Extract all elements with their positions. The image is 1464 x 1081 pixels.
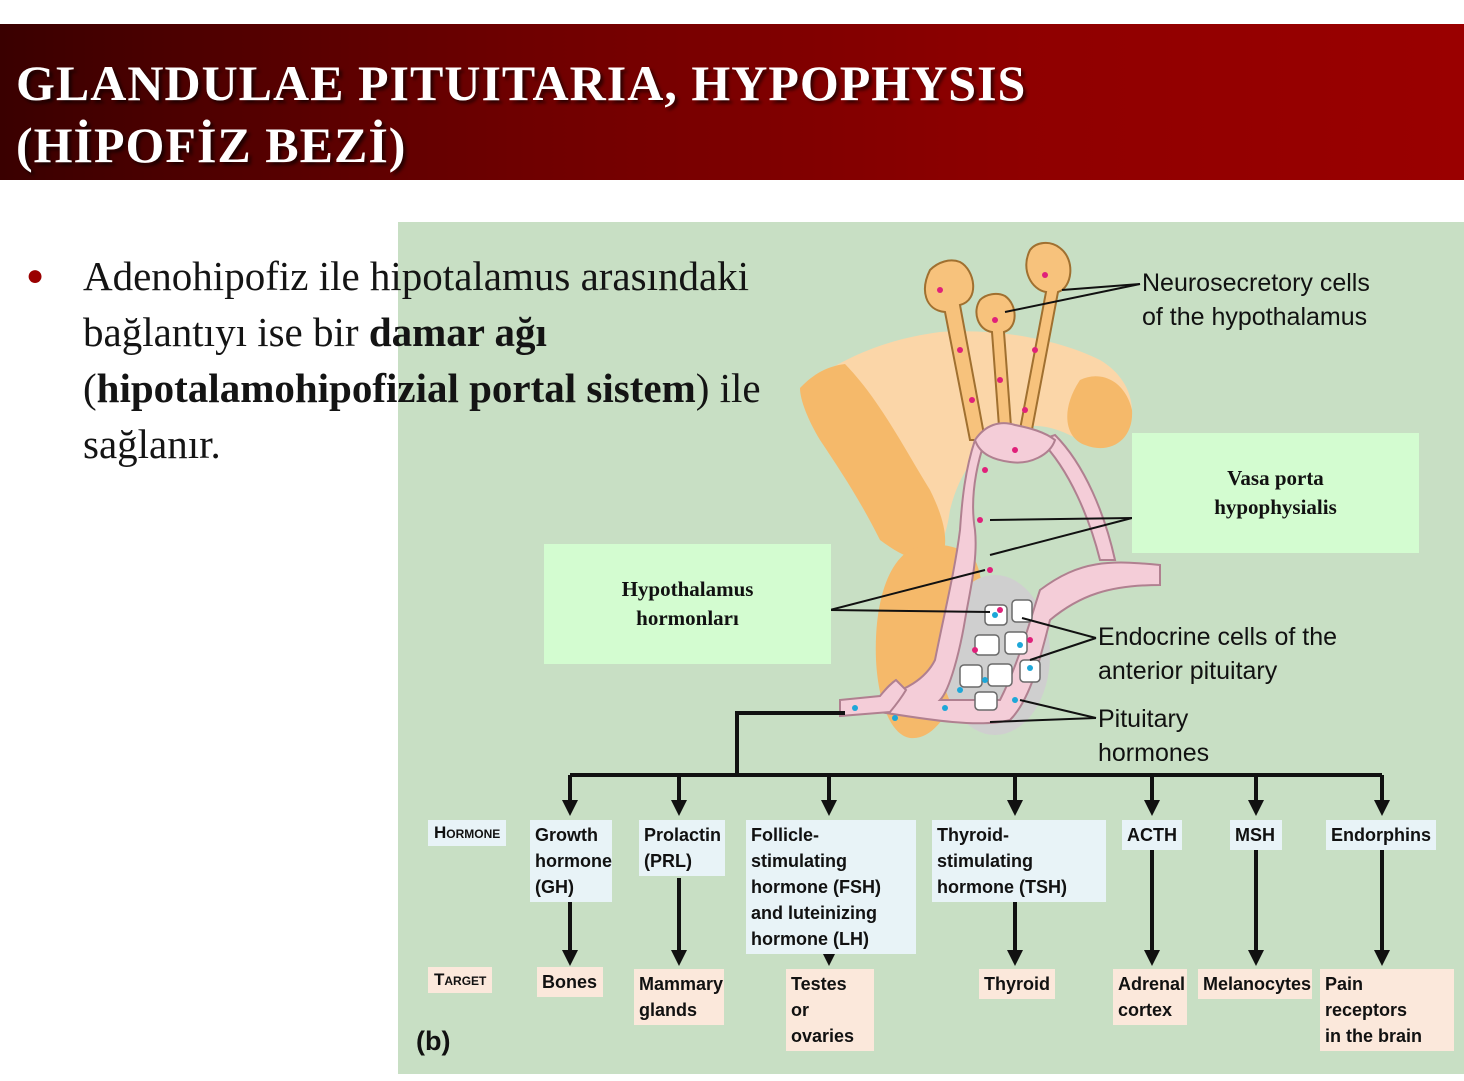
bullet-text-part1: Adenohipofiz ile hipotalamus arasındaki …	[83, 253, 750, 355]
target-mammary-line: glands	[639, 1000, 698, 1020]
target-box-adrenal: Adrenal cortex	[1113, 969, 1187, 1025]
target-box-mammary: Mammary glands	[634, 969, 724, 1025]
target-mammary-line: Mammary	[639, 974, 724, 994]
callout-vasa-porta: Vasa porta hypophysialis	[1132, 433, 1419, 553]
title-bar: GLANDULAE PITUITARIA, HYPOPHYSIS (HİPOFİ…	[0, 24, 1464, 180]
target-melanocytes-line: Melanocytes	[1203, 974, 1312, 994]
callout-vasa-line1: Vasa porta	[1227, 466, 1324, 490]
hormone-fsh-line: Follicle-stimulating	[751, 825, 848, 871]
panel-label: (b)	[416, 1026, 451, 1056]
hormone-prl-line: Prolactin	[644, 825, 722, 845]
portal-vessel	[844, 439, 1161, 725]
hypothalamus-right-lobe	[1067, 376, 1133, 449]
hypothalamus-dark	[800, 364, 946, 562]
label-neurosecretory-2: of the hypothalamus	[1142, 303, 1368, 331]
target-pain-line: in the brain	[1325, 1026, 1423, 1046]
pituitary-hormone-dots	[852, 612, 1033, 721]
hormone-tsh-line: hormone (TSH)	[937, 877, 1067, 897]
target-box-gonads: Testes or ovaries	[786, 969, 874, 1051]
endocrine-cells	[959, 599, 1041, 711]
label-endocrine-2: anterior pituitary	[1098, 657, 1278, 685]
hormone-gh-line: hormone	[535, 851, 613, 871]
arrow-heads	[562, 800, 1390, 966]
hormone-box-msh: MSH	[1230, 820, 1282, 850]
target-box-pain-receptors: Pain receptors in the brain	[1320, 969, 1454, 1051]
hormone-box-gh: Growth hormone (GH)	[530, 820, 612, 902]
title-line-2: (HİPOFİZ BEZİ)	[16, 117, 407, 173]
target-box-thyroid: Thyroid	[979, 969, 1055, 999]
label-neurosecretory-1: Neurosecretory cells	[1142, 269, 1370, 297]
target-adrenal-line: Adrenal	[1118, 974, 1186, 994]
row-label-target: Target	[428, 967, 493, 993]
bullet-bold-damar: damar ağı	[368, 309, 547, 355]
neuron-2	[975, 292, 1016, 441]
callout-hypothalamus-hormones: Hypothalamus hormonları	[544, 544, 831, 664]
hormone-box-fsh-lh: Follicle-stimulating hormone (FSH) and l…	[746, 820, 916, 954]
capillary-plexus	[973, 422, 1057, 464]
hormone-fsh-line: hormone (LH)	[751, 929, 869, 949]
hormone-msh-line: MSH	[1235, 825, 1275, 845]
hormone-box-prl: Prolactin (PRL)	[639, 820, 725, 876]
target-box-bones: Bones	[537, 967, 603, 997]
hormone-fsh-line: and luteinizing	[751, 903, 877, 923]
hormone-box-endorphins: Endorphins	[1326, 820, 1436, 850]
portal-right-branch	[1038, 433, 1117, 561]
bullet-bold-portal: hipotalamohipofizial portal sistem	[96, 365, 696, 411]
neuron-3	[1016, 242, 1072, 441]
target-thyroid-line: Thyroid	[984, 974, 1050, 994]
target-pain-line: Pain receptors	[1325, 974, 1408, 1020]
hormone-prl-line: (PRL)	[644, 851, 692, 871]
hormone-tsh-line: Thyroid-stimulating	[937, 825, 1034, 871]
leader-lines	[829, 283, 1141, 723]
target-gonads-line: Testes or	[791, 974, 847, 1020]
label-pituitary-1: Pituitary	[1098, 705, 1189, 733]
label-endocrine-1: Endocrine cells of the	[1098, 623, 1338, 651]
hormone-box-acth: ACTH	[1122, 820, 1182, 850]
target-adrenal-line: cortex	[1118, 1000, 1173, 1020]
title-line-1: GLANDULAE PITUITARIA, HYPOPHYSIS	[16, 55, 1027, 111]
hormone-gh-line: Growth	[535, 825, 598, 845]
hypothalamic-hormone-dots	[937, 272, 1048, 653]
label-pituitary-2: hormones	[1098, 739, 1210, 767]
row-label-hormone: Hormone	[428, 820, 507, 846]
hormone-acth-line: ACTH	[1127, 825, 1177, 845]
callout-vasa-line2: hypophysialis	[1214, 495, 1337, 519]
hormone-endorphins-line: Endorphins	[1331, 825, 1431, 845]
target-gonads-line: ovaries	[791, 1026, 855, 1046]
neuron-1	[924, 259, 987, 441]
hormone-box-tsh: Thyroid-stimulating hormone (TSH)	[932, 820, 1106, 902]
bullet-text: Adenohipofiz ile hipotalamus arasındaki …	[83, 248, 783, 472]
target-box-melanocytes: Melanocytes	[1198, 969, 1312, 999]
hormone-fsh-line: hormone (FSH)	[751, 877, 881, 897]
callout-hypo-line2: hormonları	[636, 606, 739, 630]
bullet-text-part3: ) ile sağlanır.	[83, 365, 761, 467]
callout-hypo-line1: Hypothalamus	[621, 577, 754, 601]
hormone-gh-line: (GH)	[535, 877, 574, 897]
bullet-text-part2: (	[83, 365, 97, 411]
target-bones-line: Bones	[542, 972, 598, 992]
bullet-dot-icon: ●	[26, 259, 45, 292]
